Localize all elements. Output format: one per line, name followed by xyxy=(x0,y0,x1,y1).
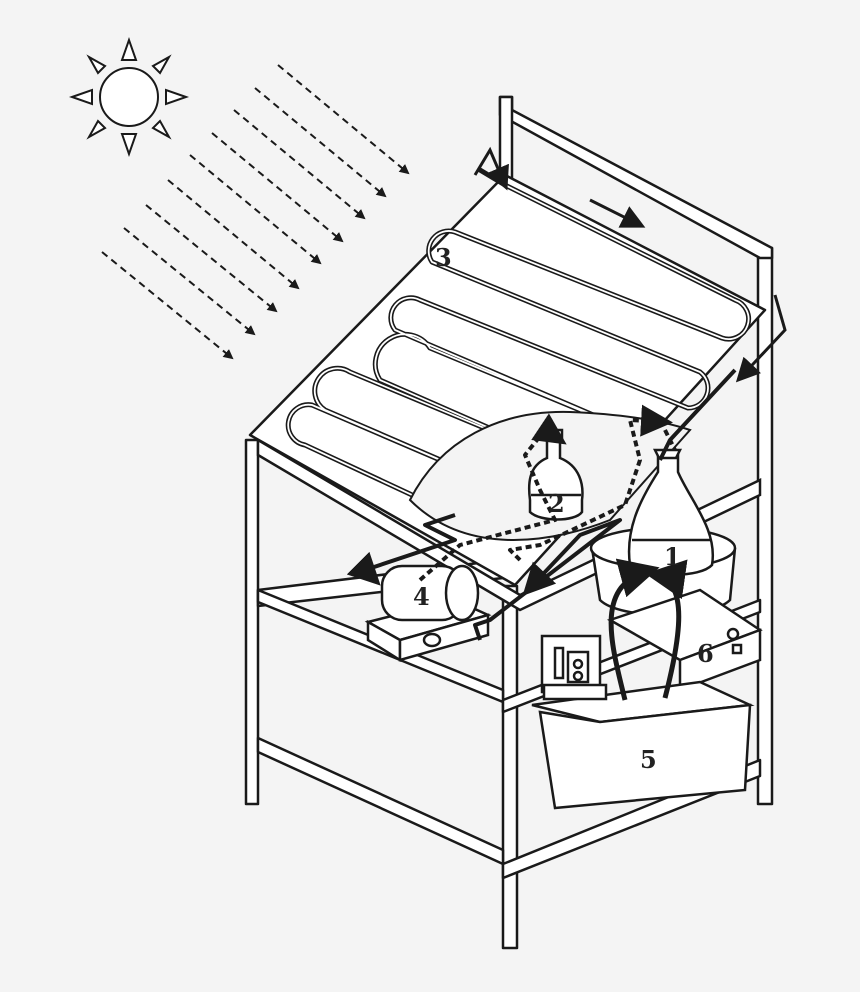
chiller-5 xyxy=(531,634,755,810)
table-frame xyxy=(244,95,774,950)
pump-4 xyxy=(364,564,492,663)
label-collector: 3 xyxy=(435,243,452,272)
sun-rays xyxy=(101,64,410,360)
serpentine-tubing-inner xyxy=(287,184,750,516)
chiller-tubes xyxy=(608,558,688,701)
label-bottle: 2 xyxy=(548,489,565,518)
label-chiller: 5 xyxy=(640,745,657,774)
label-flask: 1 xyxy=(664,542,681,571)
label-stirrer: 6 xyxy=(697,639,714,668)
stirrer-6 xyxy=(606,588,763,692)
dashed-flow-path xyxy=(418,404,677,582)
flow-arrows-panel xyxy=(473,146,787,383)
sun-icon xyxy=(68,36,190,158)
label-pump: 4 xyxy=(413,582,430,611)
